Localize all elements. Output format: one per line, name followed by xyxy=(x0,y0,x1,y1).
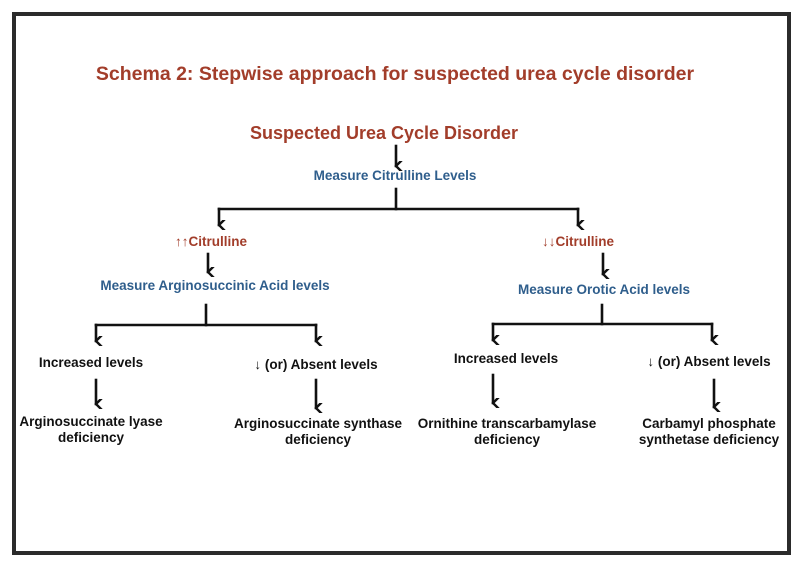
step-measure-asa: Measure Arginosuccinic Acid levels xyxy=(100,278,330,293)
diagnosis-otc-deficiency: Ornithine transcarbamylase deficiency xyxy=(418,416,597,448)
diagnosis-otc-line1: Ornithine transcarbamylase xyxy=(417,416,597,431)
diagnosis-ass-line2: deficiency xyxy=(284,432,352,448)
result-orotic-absent: ↓ (or) Absent levels xyxy=(647,354,771,369)
diagnosis-ass-line1: Arginosuccinate synthase xyxy=(233,416,403,431)
diagram-title: Schema 2: Stepwise approach for suspecte… xyxy=(95,63,695,85)
diagram-frame xyxy=(12,12,791,555)
node-high-citrulline: ↑↑Citrulline xyxy=(174,234,248,249)
diagnosis-cps-line1: Carbamyl phosphate xyxy=(642,416,776,431)
step-measure-orotic: Measure Orotic Acid levels xyxy=(517,282,691,297)
root-node: Suspected Urea Cycle Disorder xyxy=(249,123,519,143)
node-low-citrulline: ↓↓Citrulline xyxy=(541,234,615,249)
result-asa-increased: Increased levels xyxy=(38,355,144,370)
diagnosis-ass-deficiency: Arginosuccinate synthase deficiency xyxy=(234,416,402,448)
diagnosis-asl-line1: Arginosuccinate lyase xyxy=(19,414,163,429)
diagnosis-asl-deficiency: Arginosuccinate lyase deficiency xyxy=(19,414,162,446)
result-orotic-increased: Increased levels xyxy=(453,351,559,366)
result-asa-absent: ↓ (or) Absent levels xyxy=(254,357,378,372)
diagnosis-cps-deficiency: Carbamyl phosphate synthetase deficiency xyxy=(639,416,779,448)
diagnosis-cps-line2: synthetase deficiency xyxy=(638,432,780,448)
step-measure-citrulline: Measure Citrulline Levels xyxy=(313,168,477,183)
diagnosis-otc-line2: deficiency xyxy=(473,432,541,448)
diagnosis-asl-line2: deficiency xyxy=(57,430,125,446)
